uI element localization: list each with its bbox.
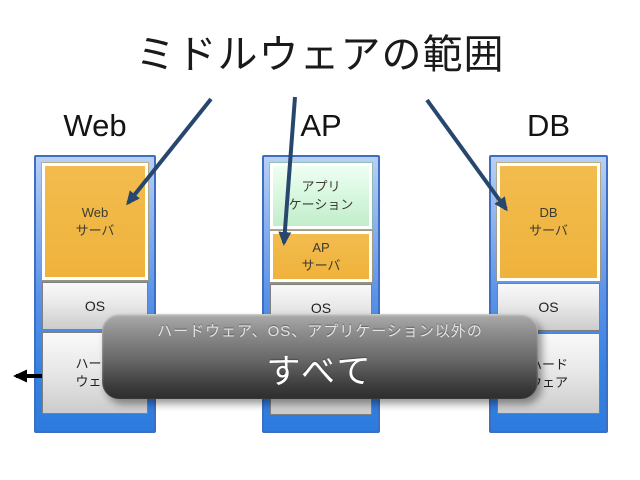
ap-application-box: アプリ ケーション [269, 162, 373, 230]
ap-middleware-box: AP サーバ [269, 230, 373, 283]
db-middleware-box: DB サーバ [496, 162, 601, 282]
slide-title: ミドルウェアの範囲 [135, 33, 505, 77]
callout-main-text: すべて [266, 353, 374, 391]
web-middleware-box: Web サーバ [41, 162, 149, 281]
column-header-db: DB [526, 108, 571, 143]
callout-subtitle: ハードウェア、OS、アプリケーション以外の [157, 323, 483, 340]
column-header-web: Web [63, 108, 127, 143]
column-header-ap: AP [300, 108, 342, 143]
middleware-scope-callout: ハードウェア、OS、アプリケーション以外の すべて [102, 314, 538, 399]
